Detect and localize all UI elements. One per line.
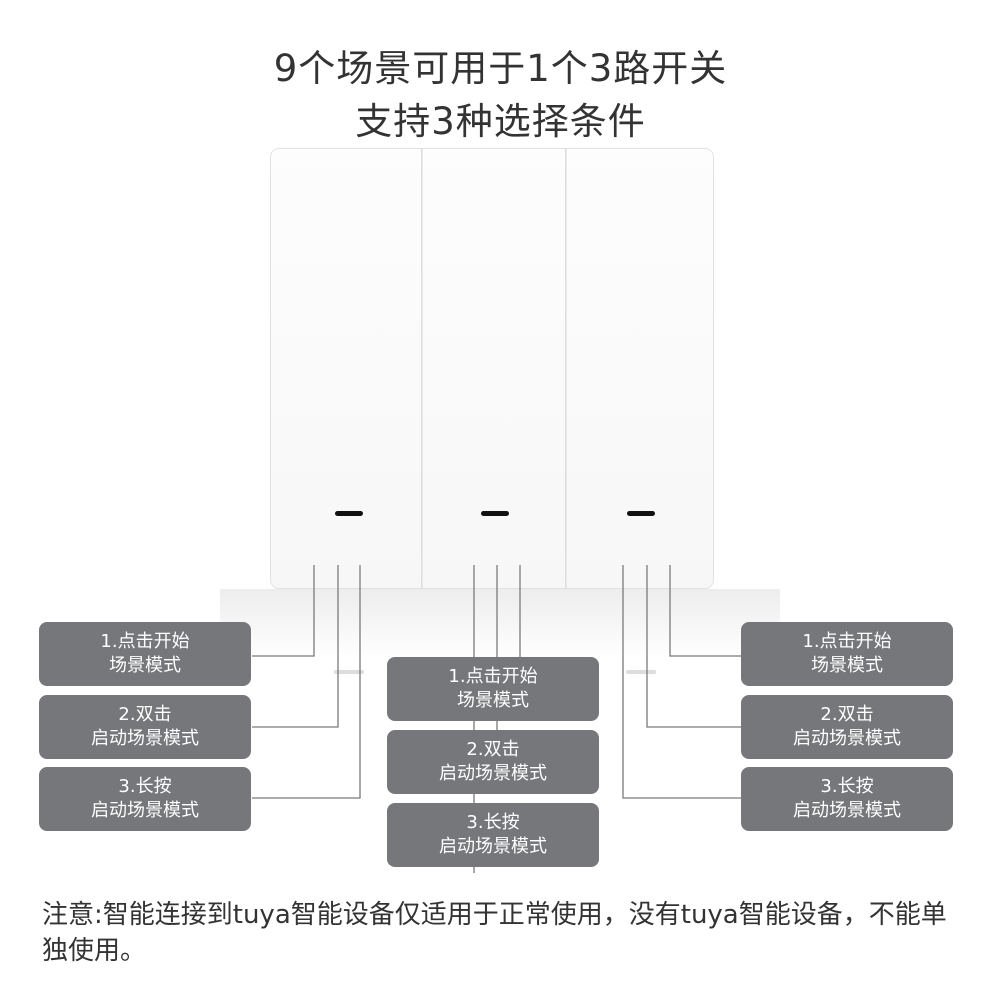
label-line: 1.点击开始 xyxy=(802,631,892,652)
indicator-led-right xyxy=(627,511,655,516)
key-divider xyxy=(565,149,567,588)
label-line: 启动场景模式 xyxy=(793,800,901,821)
label-line: 场景模式 xyxy=(811,655,883,676)
label-line: 1.点击开始 xyxy=(100,631,190,652)
left-long-press-label: 3.长按 启动场景模式 xyxy=(39,767,251,831)
reflection-led-1 xyxy=(334,670,364,674)
label-line: 1.点击开始 xyxy=(448,666,538,687)
panel-reflection xyxy=(220,589,780,659)
label-line: 场景模式 xyxy=(457,690,529,711)
label-line: 3.长按 xyxy=(466,812,520,833)
left-double-click-label: 2.双击 启动场景模式 xyxy=(39,695,251,759)
right-click-label: 1.点击开始 场景模式 xyxy=(741,622,953,686)
indicator-led-middle xyxy=(481,511,509,516)
label-line: 场景模式 xyxy=(109,655,181,676)
label-line: 3.长按 xyxy=(820,776,874,797)
middle-click-label: 1.点击开始 场景模式 xyxy=(387,657,599,721)
label-line: 启动场景模式 xyxy=(91,800,199,821)
key-divider xyxy=(421,149,423,588)
right-double-click-label: 2.双击 启动场景模式 xyxy=(741,695,953,759)
label-line: 启动场景模式 xyxy=(439,836,547,857)
reflection-led-3 xyxy=(626,670,656,674)
label-line: 启动场景模式 xyxy=(439,763,547,784)
switch-key-left[interactable] xyxy=(271,149,421,588)
middle-double-click-label: 2.双击 启动场景模式 xyxy=(387,730,599,794)
indicator-led-left xyxy=(335,511,363,516)
switch-key-middle[interactable] xyxy=(423,149,565,588)
usage-note: 注意:智能连接到tuya智能设备仅适用于正常使用，没有tuya智能设备，不能单独… xyxy=(42,900,947,966)
title-line-1: 9个场景可用于1个3路开关 xyxy=(273,47,728,90)
label-line: 启动场景模式 xyxy=(793,728,901,749)
switch-key-right[interactable] xyxy=(567,149,713,588)
three-gang-switch-panel xyxy=(270,148,714,589)
label-line: 启动场景模式 xyxy=(91,728,199,749)
label-line: 2.双击 xyxy=(820,704,874,725)
right-long-press-label: 3.长按 启动场景模式 xyxy=(741,767,953,831)
label-line: 2.双击 xyxy=(466,739,520,760)
title-line-2: 支持3种选择条件 xyxy=(355,100,646,143)
label-line: 3.长按 xyxy=(118,776,172,797)
middle-long-press-label: 3.长按 启动场景模式 xyxy=(387,803,599,867)
left-click-label: 1.点击开始 场景模式 xyxy=(39,622,251,686)
label-line: 2.双击 xyxy=(118,704,172,725)
